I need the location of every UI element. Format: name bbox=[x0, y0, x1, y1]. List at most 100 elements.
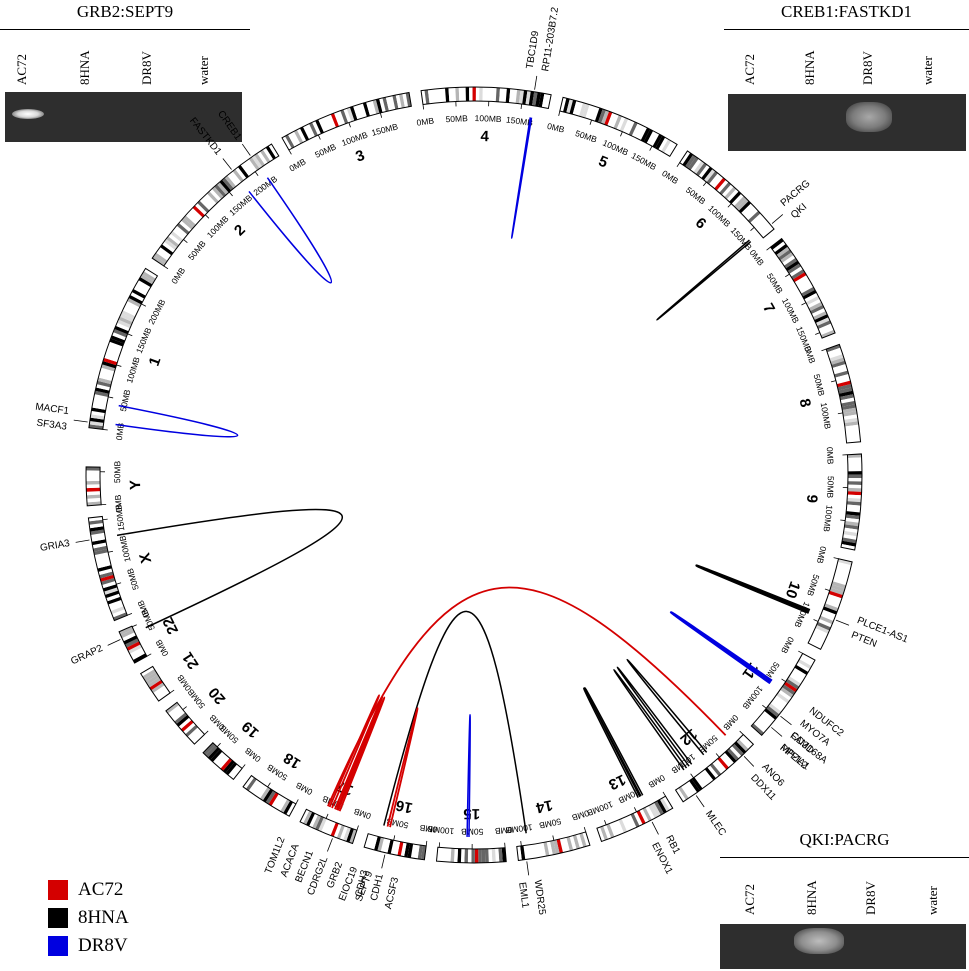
chromosome-band bbox=[283, 800, 294, 815]
chromosome-band bbox=[610, 113, 619, 129]
chromosome-band bbox=[232, 169, 244, 183]
chromosome-band bbox=[202, 195, 215, 209]
chromosome-band bbox=[734, 741, 747, 754]
tick-mark bbox=[141, 303, 147, 307]
tick-label: 150MB bbox=[134, 326, 154, 355]
chromosome-band bbox=[306, 123, 316, 138]
tick-label: 50MB bbox=[812, 373, 827, 397]
chromosome-band bbox=[772, 697, 786, 709]
chromosome-band bbox=[154, 252, 168, 264]
tick-label: 100MB bbox=[819, 402, 833, 431]
chromosome-band bbox=[837, 384, 852, 391]
chromosome-band bbox=[634, 124, 644, 139]
tick-label: 100MB bbox=[205, 213, 231, 240]
legend-swatch bbox=[48, 908, 68, 928]
chromosome-band bbox=[455, 87, 460, 102]
chromosome-band bbox=[787, 676, 802, 687]
chromosome-band bbox=[183, 215, 197, 228]
chromosome-band bbox=[379, 97, 386, 113]
chromosome-band bbox=[549, 840, 557, 855]
chromosome-band bbox=[702, 769, 714, 783]
chromosome-band bbox=[753, 721, 767, 733]
chromosome-band bbox=[704, 767, 716, 781]
chromosome-band bbox=[333, 823, 342, 838]
gel-image bbox=[728, 94, 966, 151]
chromosome-band bbox=[731, 743, 744, 757]
chromosome-band bbox=[729, 191, 742, 204]
chromosome-band bbox=[89, 420, 104, 427]
chromosome-band bbox=[86, 487, 101, 492]
chromosome-band bbox=[207, 747, 220, 760]
chromosome-band bbox=[687, 156, 699, 171]
chromosome-band bbox=[212, 751, 225, 765]
chromosome-band bbox=[627, 814, 637, 829]
tick-mark bbox=[750, 227, 755, 231]
chromosome-band bbox=[624, 816, 634, 831]
chromosome-band bbox=[630, 813, 640, 828]
legend-item-ac72: AC72 bbox=[48, 876, 129, 904]
chromosome-band bbox=[96, 561, 112, 569]
gene-tick bbox=[695, 795, 705, 808]
chromosome-band bbox=[178, 220, 192, 233]
tick-label: 0MB bbox=[494, 825, 513, 836]
link-8hna bbox=[695, 564, 811, 613]
chromosome-band bbox=[474, 848, 479, 863]
chromosome-band bbox=[374, 836, 381, 851]
tick-mark bbox=[620, 131, 623, 137]
chromosome-band bbox=[100, 574, 115, 582]
chromosome-band bbox=[569, 99, 577, 115]
link-dr8v bbox=[510, 117, 533, 239]
chromosome-band bbox=[96, 380, 112, 388]
chromosome-band bbox=[819, 326, 834, 336]
chromosome-band bbox=[847, 464, 862, 468]
chromosome-band bbox=[120, 629, 135, 639]
chromosome-band bbox=[709, 763, 722, 777]
chromosome-band bbox=[846, 434, 861, 440]
chromosome-band bbox=[92, 542, 107, 549]
tick-label: 150MB bbox=[227, 192, 254, 217]
gene-label: GRIA3 bbox=[39, 538, 71, 554]
chromosome-band bbox=[541, 93, 548, 108]
chromosome-band bbox=[228, 764, 240, 778]
chromosome-band bbox=[369, 100, 377, 115]
chromosome-band bbox=[685, 154, 696, 169]
chromosome-band bbox=[844, 421, 859, 427]
chromosome-band bbox=[826, 597, 841, 605]
chromosome-band bbox=[349, 829, 357, 844]
legend-label: DR8V bbox=[78, 935, 128, 956]
chromosome-band bbox=[815, 624, 830, 634]
chromosome-band bbox=[594, 107, 603, 123]
chromosome-band bbox=[782, 255, 796, 266]
chromosome-band bbox=[190, 207, 203, 220]
link-8hna bbox=[695, 565, 810, 614]
chromosome-band bbox=[844, 424, 860, 430]
chromosome-band bbox=[847, 497, 862, 503]
chromosome-band bbox=[566, 836, 574, 851]
chromosome-band bbox=[619, 117, 629, 132]
chromosome-outline bbox=[679, 150, 775, 239]
chromosome-band bbox=[801, 653, 815, 664]
chromosome-band bbox=[394, 840, 401, 856]
tick-mark bbox=[766, 246, 771, 251]
chromosome-band bbox=[129, 647, 144, 657]
chromosome-band bbox=[799, 283, 814, 294]
tick-mark bbox=[649, 145, 653, 151]
chromosome-band bbox=[152, 255, 166, 267]
chromosome-band bbox=[349, 106, 358, 121]
chromosome-band bbox=[119, 626, 134, 635]
chromosome-band bbox=[172, 228, 186, 240]
chromosome-band bbox=[121, 632, 137, 642]
chromosome-band bbox=[105, 351, 120, 359]
chromosome-band bbox=[282, 136, 292, 151]
chromosome-band bbox=[736, 198, 749, 211]
chromosome-band bbox=[107, 596, 122, 605]
tick-label: 50MB bbox=[186, 238, 208, 262]
chromosome-band bbox=[489, 87, 494, 102]
tick-mark bbox=[356, 825, 359, 831]
gene-label: CREB1 bbox=[215, 109, 243, 143]
chromosome-band bbox=[187, 210, 201, 223]
chromosome-band bbox=[738, 200, 752, 214]
tick-mark bbox=[739, 730, 744, 735]
chromosome-band bbox=[86, 477, 101, 482]
